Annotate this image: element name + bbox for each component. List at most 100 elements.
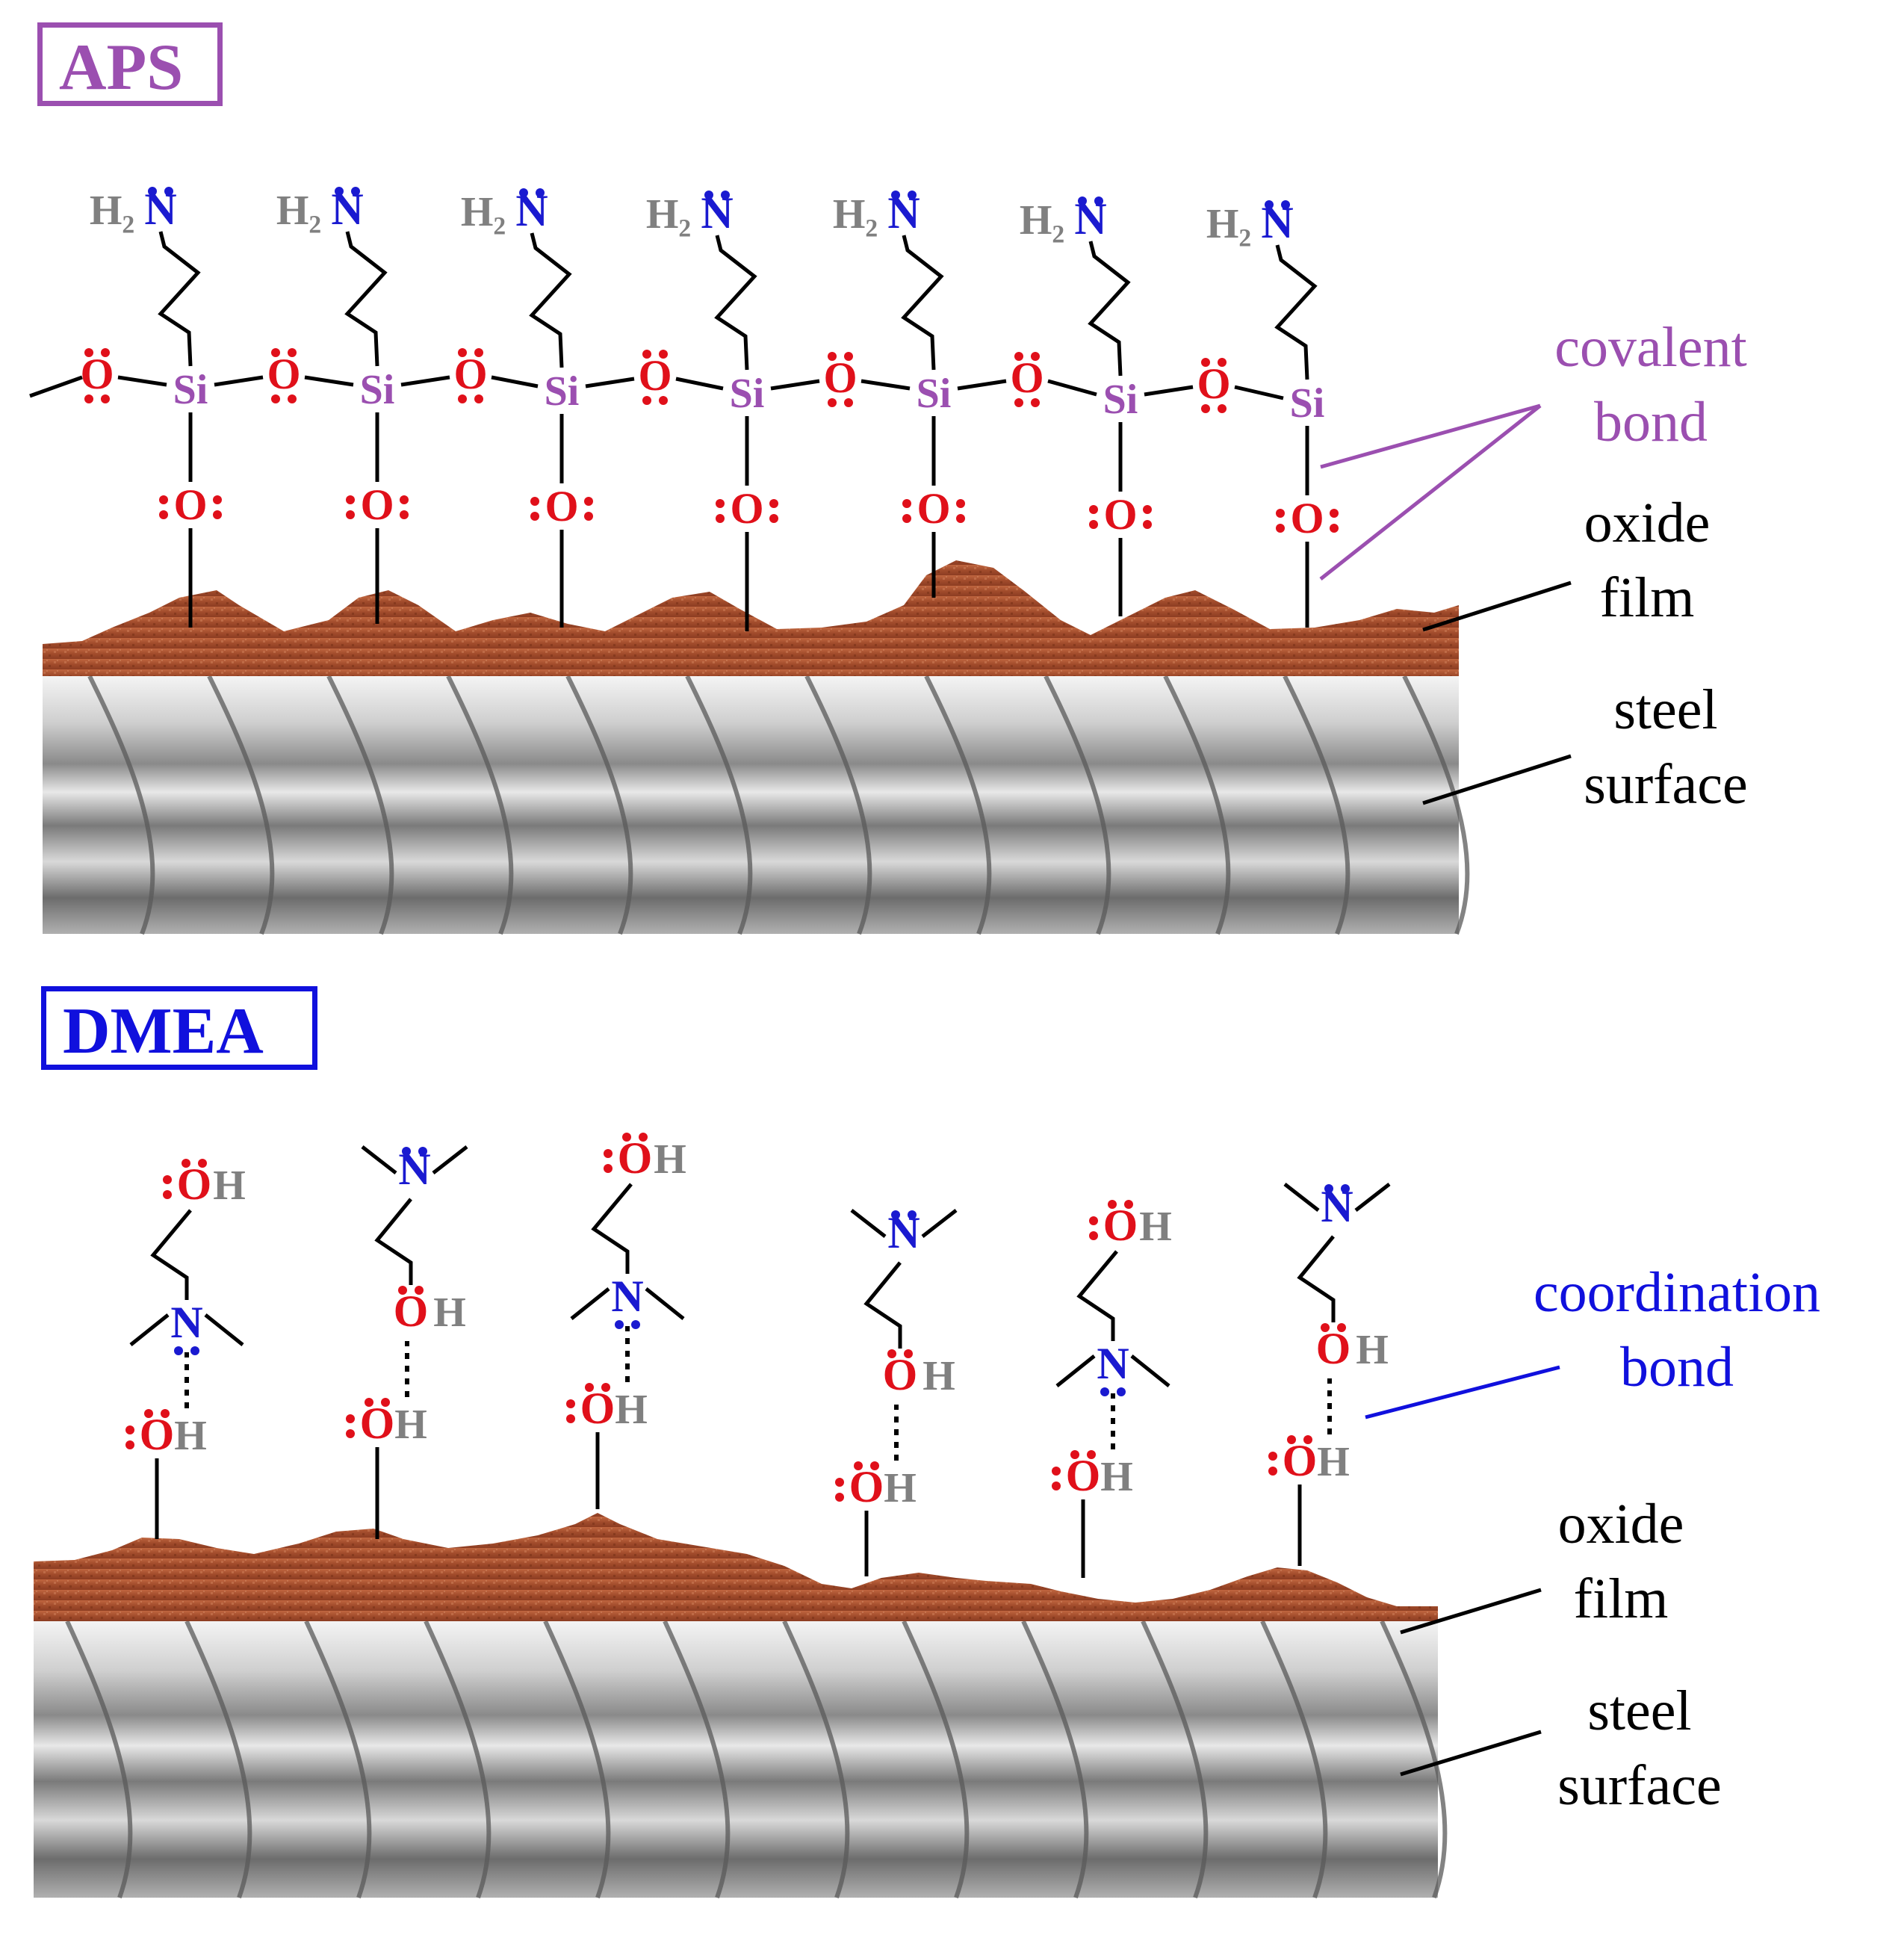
surface-hydrogen: H [884,1465,917,1511]
steel-rib [1402,675,1470,935]
methyl-bond [1055,1355,1096,1387]
steel-rib [1141,1620,1209,1899]
dmea-steel-line1: steel [1587,1680,1692,1742]
oxygen-atom: O [730,484,763,533]
surface-hydrogen: H [1317,1439,1350,1485]
siloxane-bond [957,379,1007,391]
amine-hydrogens: H₂ [833,191,878,238]
steel-rib [663,1620,731,1899]
aps-steel-line1: steel [1613,678,1718,741]
hydroxyl-oxygen: O [1316,1324,1351,1373]
aps-bond-label: covalent bond [1520,310,1781,459]
nitrogen-lone-pair [1100,1387,1126,1396]
nitrogen-lone-pair [891,1210,917,1219]
methyl-bond [921,1209,958,1238]
siloxane-bond [770,379,820,391]
ethyl-chain [863,1261,902,1349]
silicon-atom: Si [173,367,208,413]
surface-oxygen: O [1283,1436,1318,1485]
amine-hydrogens: H₂ [276,188,321,234]
oxygen-atom: O [1290,494,1324,542]
methyl-bond [1130,1355,1170,1387]
oxygen-lone-pairs [1201,358,1227,413]
oxygen-lone-pairs [346,495,409,519]
siloxane-bond [1144,385,1194,397]
steel-rib [184,1620,252,1899]
bridging-oxygen: O [80,350,114,398]
oxygen-lone-pairs [828,352,853,407]
aps-steel-surface [43,675,1470,935]
steel-rib [424,1620,491,1899]
dmea-oxide-film-label: oxide film [1524,1487,1718,1636]
steel-rib [65,1620,133,1899]
bridging-oxygen: O [267,350,300,398]
methyl-bond [361,1145,397,1174]
aps-bond-leader-lower [1319,404,1542,581]
dmea-label: DMEA [41,986,317,1070]
methyl-bond [850,1209,887,1238]
hydroxyl-hydrogen: H [922,1353,955,1399]
surface-oxygen: O [580,1384,615,1433]
oxygen-lone-pairs [1276,509,1339,533]
oxygen-lone-pairs [398,1286,424,1295]
siloxane-bond [117,375,167,387]
nitrogen-lone-pair [1324,1184,1350,1193]
surface-oxygen: O [360,1399,395,1448]
aps-oxide-leader [1422,581,1572,632]
oxygen-lone-pairs [566,1383,610,1423]
aps-bond-label-line2: bond [1594,391,1708,453]
hydroxyl-oxygen: O [883,1350,918,1399]
oxygen-atom: O [360,480,394,529]
dmea-steel-line2: surface [1557,1754,1722,1817]
propyl-chain [158,231,201,367]
hydroxyl-hydrogen: H [213,1163,246,1209]
oxygen-lone-pairs [887,1349,913,1358]
steel-rib [902,1620,970,1899]
dmea-steel-surface-label: steel surface [1528,1674,1752,1823]
oxygen-lone-pairs [642,350,668,405]
methyl-bond [570,1287,610,1320]
aps-oxide-line1: oxide [1584,492,1711,554]
steel-rib [565,675,633,935]
oxygen-atom: O [917,484,950,533]
siloxane-bond [29,375,83,398]
propyl-chain [901,235,944,371]
oxygen-lone-pairs [1014,352,1040,407]
oxygen-lone-pairs [159,495,222,519]
ethyl-chain [591,1183,633,1274]
bridging-oxygen: O [638,351,672,400]
aps-steel-line2: surface [1584,753,1748,816]
siloxane-bond [304,375,354,387]
oxygen-lone-pairs [163,1159,207,1199]
dmea-oxide-leader [1400,1588,1542,1635]
silicon-atom: Si [917,371,952,417]
propyl-chain [1088,241,1131,377]
aps-oxide-film [43,560,1459,676]
oxygen-lone-pairs [271,348,297,403]
nitrogen-atom: N [1097,1339,1129,1388]
aps-oxide-line2: film [1599,566,1695,629]
silicon-atom: Si [730,371,765,417]
siloxane-bond [860,379,911,391]
methyl-bond [129,1313,170,1346]
siloxane-bond [585,377,635,388]
steel-rib [685,675,753,935]
oxygen-lone-pairs [1052,1450,1096,1490]
dmea-bond-label-line1: coordination [1533,1261,1821,1324]
aps-steel-leader [1422,754,1572,805]
steel-rib [304,1620,372,1899]
oxygen-lone-pairs [902,499,965,523]
nitrogen-lone-pair [148,187,173,196]
dmea-oxide-line1: oxide [1557,1493,1684,1555]
oxygen-atom: O [545,482,578,530]
oxygen-atom: O [173,480,207,529]
surface-oxygen: O [849,1462,884,1511]
